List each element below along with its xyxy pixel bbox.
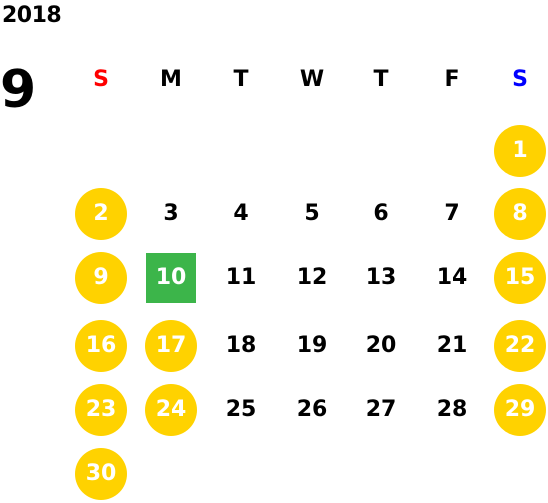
calendar-day-22[interactable]: 22 <box>494 320 546 372</box>
weekday-header-0: S <box>93 67 109 92</box>
calendar-day-12[interactable]: 12 <box>296 265 328 290</box>
calendar-day-5[interactable]: 5 <box>304 201 320 226</box>
calendar-day-8[interactable]: 8 <box>494 188 546 240</box>
calendar-day-30[interactable]: 30 <box>75 448 127 500</box>
calendar-day-1[interactable]: 1 <box>494 125 546 177</box>
calendar-day-18[interactable]: 18 <box>225 333 257 358</box>
calendar-day-2[interactable]: 2 <box>75 188 127 240</box>
calendar-day-4[interactable]: 4 <box>233 201 249 226</box>
calendar-day-28[interactable]: 28 <box>436 397 468 422</box>
calendar-day-3[interactable]: 3 <box>163 201 179 226</box>
year-label: 2018 <box>2 3 62 28</box>
calendar-day-27[interactable]: 27 <box>365 397 397 422</box>
calendar-day-25[interactable]: 25 <box>225 397 257 422</box>
calendar-day-16[interactable]: 16 <box>75 320 127 372</box>
calendar-day-29[interactable]: 29 <box>494 384 546 436</box>
weekday-header-6: S <box>512 67 528 92</box>
calendar-day-23[interactable]: 23 <box>75 384 127 436</box>
weekday-header-3: W <box>299 67 325 92</box>
calendar-day-6[interactable]: 6 <box>373 201 389 226</box>
calendar-day-9[interactable]: 9 <box>75 252 127 304</box>
calendar-day-20[interactable]: 20 <box>365 333 397 358</box>
calendar-day-19[interactable]: 19 <box>296 333 328 358</box>
calendar-day-17[interactable]: 17 <box>145 320 197 372</box>
calendar-day-21[interactable]: 21 <box>436 333 468 358</box>
calendar-day-10[interactable]: 10 <box>146 253 196 303</box>
weekday-header-1: M <box>160 67 182 92</box>
calendar-day-26[interactable]: 26 <box>296 397 328 422</box>
calendar-day-15[interactable]: 15 <box>494 252 546 304</box>
calendar-day-14[interactable]: 14 <box>436 265 468 290</box>
calendar-day-11[interactable]: 11 <box>225 265 257 290</box>
calendar-day-24[interactable]: 24 <box>145 384 197 436</box>
calendar-day-13[interactable]: 13 <box>365 265 397 290</box>
month-label: 9 <box>0 60 37 120</box>
weekday-header-2: T <box>233 67 249 92</box>
weekday-header-5: F <box>444 67 460 92</box>
weekday-header-4: T <box>373 67 389 92</box>
calendar-day-7[interactable]: 7 <box>444 201 460 226</box>
